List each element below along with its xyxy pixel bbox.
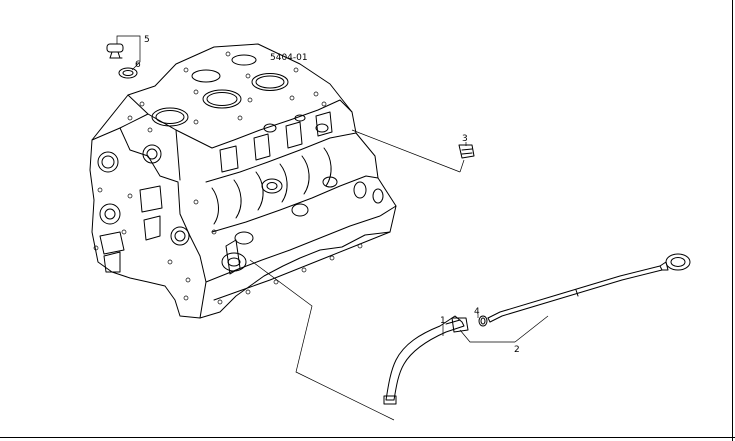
dipstick (487, 253, 691, 323)
callout-2: 2 (514, 345, 520, 355)
oil-filler-cap (106, 43, 124, 59)
dipstick-guide-tube (383, 315, 469, 405)
callout-3: 3 (462, 134, 468, 144)
engine-block (89, 43, 397, 319)
filler-cap-seal (118, 67, 138, 79)
plug (458, 144, 475, 159)
drawing-code: 5404-01 (270, 53, 308, 63)
dipstick-seal-ring (478, 315, 488, 327)
deck-holes (127, 51, 327, 133)
callout-6: 6 (135, 60, 141, 70)
callout-1: 1 (440, 316, 446, 326)
callout-5: 5 (144, 35, 150, 45)
leader-lines (116, 35, 549, 421)
callout-4: 4 (474, 307, 480, 317)
